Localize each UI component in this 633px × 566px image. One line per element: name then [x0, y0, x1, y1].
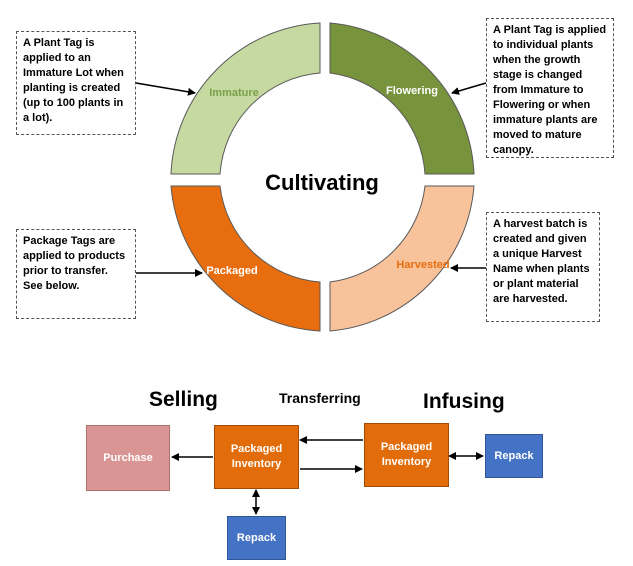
center-title: Cultivating — [265, 170, 379, 195]
heading-selling: Selling — [149, 388, 218, 411]
repack-bottom-box: Repack — [227, 516, 286, 560]
arrow-flowering — [451, 82, 487, 95]
ring-segment-packaged — [170, 185, 321, 332]
note-harvested: A harvest batch is created and given a u… — [486, 212, 600, 322]
note-immature: A Plant Tag is applied to an Immature Lo… — [16, 31, 136, 135]
packaged-inventory-left-box: Packaged Inventory — [214, 425, 299, 489]
ring-segment-harvested — [329, 185, 475, 332]
note-packaged: Package Tags are applied to products pri… — [16, 229, 136, 319]
segment-label-packaged: Packaged — [206, 265, 257, 277]
heading-infusing: Infusing — [423, 390, 505, 413]
ring-segment-flowering — [329, 22, 475, 175]
ring-segment-immature — [170, 22, 321, 175]
note-flowering: A Plant Tag is applied to individual pla… — [486, 18, 614, 158]
repack-right-box: Repack — [485, 434, 543, 478]
segment-label-harvested: Harvested — [396, 259, 449, 271]
segment-label-immature: Immature — [209, 87, 259, 99]
heading-transferring: Transferring — [279, 390, 361, 406]
packaged-inventory-right-box: Packaged Inventory — [364, 423, 449, 487]
arrow-immature — [135, 82, 196, 96]
purchase-box: Purchase — [86, 425, 170, 491]
segment-label-flowering: Flowering — [386, 85, 438, 97]
